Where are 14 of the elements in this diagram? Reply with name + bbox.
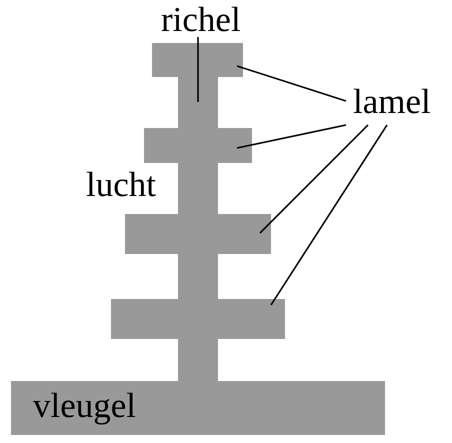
leader-line [197,37,199,102]
part-label: lamel [346,84,436,125]
horizontal-bar [144,128,252,163]
horizontal-bar [152,43,243,77]
leader-line [270,124,388,306]
leader-line [236,124,346,149]
part-label: lucht [86,167,156,202]
part-label: vleugel [33,388,136,423]
horizontal-bar [125,214,271,254]
leader-line [259,124,369,234]
base-block [11,381,385,435]
part-label: richel [161,2,243,37]
leader-line [236,65,346,102]
horizontal-bar [111,299,285,339]
